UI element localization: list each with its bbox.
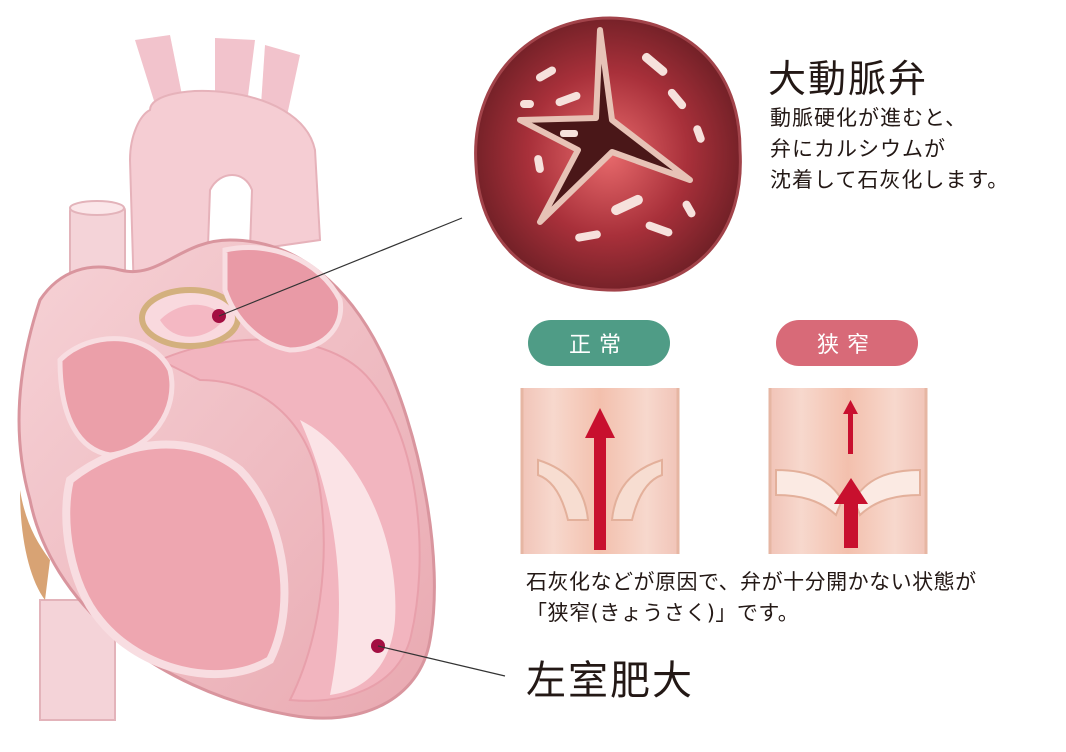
ventricle-highlight bbox=[300, 420, 396, 695]
normal-label: 正常 bbox=[568, 333, 629, 358]
stenosis-label-badge: 狭窄 bbox=[776, 320, 918, 366]
leader-line-valve bbox=[218, 217, 463, 317]
stenosis-caption-line: 石灰化などが原因で、弁が十分開かない状態が bbox=[526, 570, 977, 594]
calcification-spots bbox=[520, 52, 705, 242]
normal-leaflet-left bbox=[537, 458, 590, 521]
leader-line-lvh bbox=[377, 645, 506, 677]
aortic-valve-closeup bbox=[474, 16, 742, 292]
heart-tissue-edge bbox=[20, 490, 50, 600]
pulmonary-chamber bbox=[222, 244, 344, 353]
stenosis-caption-line: 「狭窄(きょうさく)」です。 bbox=[526, 601, 800, 625]
valve-description-line: 沈着して石灰化します。 bbox=[770, 168, 1010, 192]
valve-description-line: 弁にカルシウムが bbox=[770, 137, 946, 161]
valve-opening bbox=[517, 27, 693, 225]
valve-leaflets bbox=[160, 304, 225, 337]
valve-description-line: 動脈硬化が進むと、 bbox=[770, 106, 968, 130]
vena-cava-opening bbox=[69, 200, 125, 216]
normal-label-badge: 正常 bbox=[528, 320, 670, 366]
stenosis-vessel-panel bbox=[768, 388, 928, 554]
up-arrow-icon bbox=[585, 408, 615, 550]
up-arrow-icon bbox=[843, 400, 858, 454]
ventricle-chamber bbox=[62, 440, 289, 679]
stenosis-label: 狭窄 bbox=[816, 333, 877, 358]
lvh-label: 左室肥大 bbox=[526, 658, 694, 704]
up-arrow-icon bbox=[834, 478, 868, 548]
normal-vessel-panel bbox=[520, 388, 680, 554]
normal-leaflet-right bbox=[610, 458, 663, 521]
stenosis-leaflet-left bbox=[775, 468, 844, 517]
heart-illustration bbox=[17, 35, 436, 721]
atrium-chamber bbox=[57, 336, 175, 458]
valve-title: 大動脈弁 bbox=[768, 57, 929, 101]
stenosis-leaflet-right bbox=[852, 468, 921, 517]
